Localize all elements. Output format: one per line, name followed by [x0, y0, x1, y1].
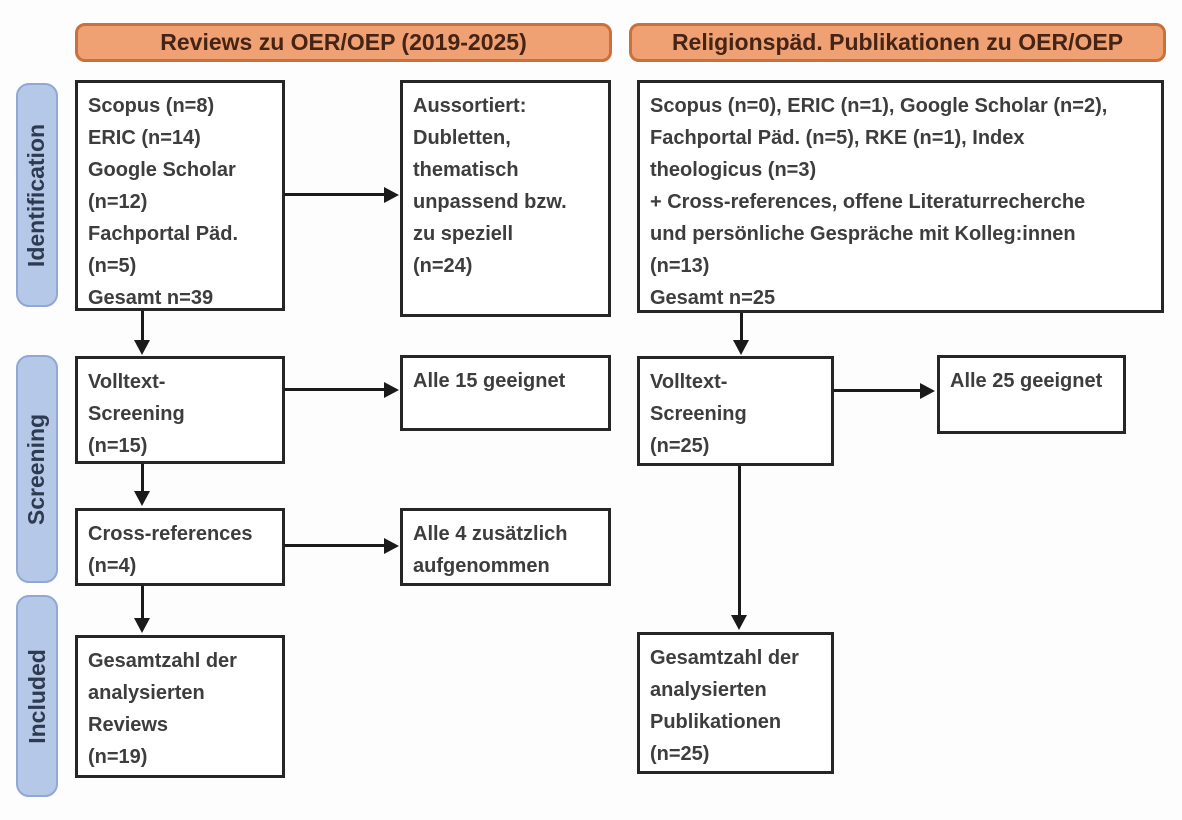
arrow-right-sources-to-fulltext-head — [733, 340, 749, 355]
box-left-crossreferences: Cross-references (n=4) — [75, 508, 285, 586]
box-left-fulltext-screening: Volltext- Screening (n=15) — [75, 356, 285, 464]
arrow-crossref-to-included-shaft — [141, 586, 144, 621]
arrow-right-fulltext-to-result-shaft — [834, 389, 924, 392]
box-right-fulltext-result: Alle 25 geeignet — [937, 355, 1126, 434]
box-left-crossref-result: Alle 4 zusätzlich aufgenommen — [400, 508, 611, 586]
arrow-sources-to-fulltext-shaft — [141, 311, 144, 343]
arrow-right-fulltext-to-result-head — [920, 383, 935, 399]
arrow-fulltext-to-crossref-head — [134, 491, 150, 506]
arrow-right-fulltext-to-included-head — [731, 615, 747, 630]
box-left-fulltext-result: Alle 15 geeignet — [400, 355, 611, 431]
stage-label-identification: Identification — [16, 83, 58, 307]
box-right-sources: Scopus (n=0), ERIC (n=1), Google Scholar… — [637, 80, 1164, 313]
arrow-fulltext-to-result-head — [384, 382, 399, 398]
box-left-sources: Scopus (n=8) ERIC (n=14) Google Scholar … — [75, 80, 285, 311]
arrow-crossref-to-result-head — [384, 538, 399, 554]
arrow-fulltext-to-crossref-shaft — [141, 464, 144, 494]
box-right-fulltext-screening: Volltext- Screening (n=25) — [637, 356, 834, 466]
column-header-religionspaed: Religionspäd. Publikationen zu OER/OEP — [629, 23, 1166, 62]
box-left-excluded: Aussortiert: Dubletten, thematisch unpas… — [400, 80, 611, 317]
stage-label-identification-text: Identification — [23, 123, 50, 267]
box-left-included-total: Gesamtzahl der analysierten Reviews (n=1… — [75, 635, 285, 778]
stage-label-included: Included — [16, 595, 58, 797]
stage-label-screening: Screening — [16, 355, 58, 583]
arrow-sources-to-excluded-shaft — [284, 193, 386, 196]
arrow-sources-to-excluded-head — [384, 187, 399, 203]
stage-label-included-text: Included — [23, 648, 50, 744]
arrow-fulltext-to-result-shaft — [284, 388, 386, 391]
arrow-right-fulltext-to-included-shaft — [738, 466, 741, 617]
stage-label-screening-text: Screening — [23, 413, 50, 525]
arrow-crossref-to-included-head — [134, 618, 150, 633]
arrow-right-sources-to-fulltext-shaft — [740, 313, 743, 342]
arrow-crossref-to-result-shaft — [284, 544, 386, 547]
box-right-included-total: Gesamtzahl der analysierten Publikatione… — [637, 632, 834, 774]
arrow-sources-to-fulltext-head — [134, 340, 150, 355]
column-header-reviews: Reviews zu OER/OEP (2019-2025) — [75, 23, 612, 62]
